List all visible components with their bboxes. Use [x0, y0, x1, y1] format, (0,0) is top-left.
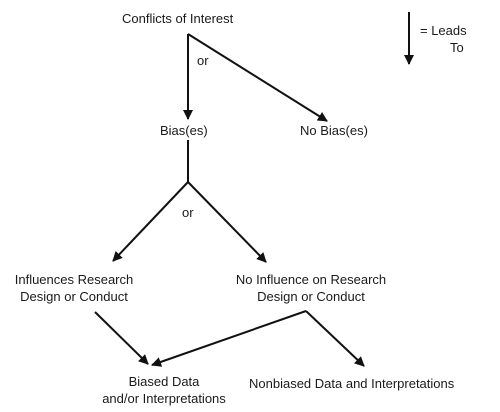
legend-line2: To — [450, 40, 464, 55]
node-biased-line2: and/or Interpretations — [102, 391, 226, 406]
or-label-middle: or — [182, 205, 194, 220]
node-no-influence-line2: Design or Conduct — [257, 289, 365, 304]
node-bias: Bias(es) — [160, 123, 208, 138]
node-nonbiased-data: Nonbiased Data and Interpretations — [249, 376, 455, 391]
node-influences-line1: Influences Research — [14, 272, 134, 287]
node-no-influence-line1: No Influence on Research — [235, 272, 387, 287]
arrow-bias-to-influences — [112, 181, 189, 262]
arrow-no-influence-to-nonbiased — [305, 310, 365, 367]
node-biased-line1: Biased Data — [128, 374, 200, 389]
arrow-bias-to-no-influence — [187, 181, 267, 263]
node-influences-research: Influences Research Design or Conduct — [0, 271, 148, 305]
node-no-bias: No Bias(es) — [300, 123, 368, 138]
arrow-influences-to-biased — [94, 311, 149, 365]
legend-line1: = Leads — [420, 23, 467, 38]
node-biased-data: Biased Data and/or Interpretations — [84, 373, 244, 407]
or-label-top: or — [197, 53, 209, 68]
node-influences-line2: Design or Conduct — [20, 289, 128, 304]
node-conflicts-of-interest: Conflicts of Interest — [122, 11, 234, 26]
arrow-no-influence-to-biased — [151, 310, 307, 367]
node-no-influence-research: No Influence on Research Design or Condu… — [222, 271, 400, 305]
arrow-conflicts-to-no-bias — [187, 33, 328, 122]
legend-leads-to: = Leads To — [420, 22, 467, 56]
